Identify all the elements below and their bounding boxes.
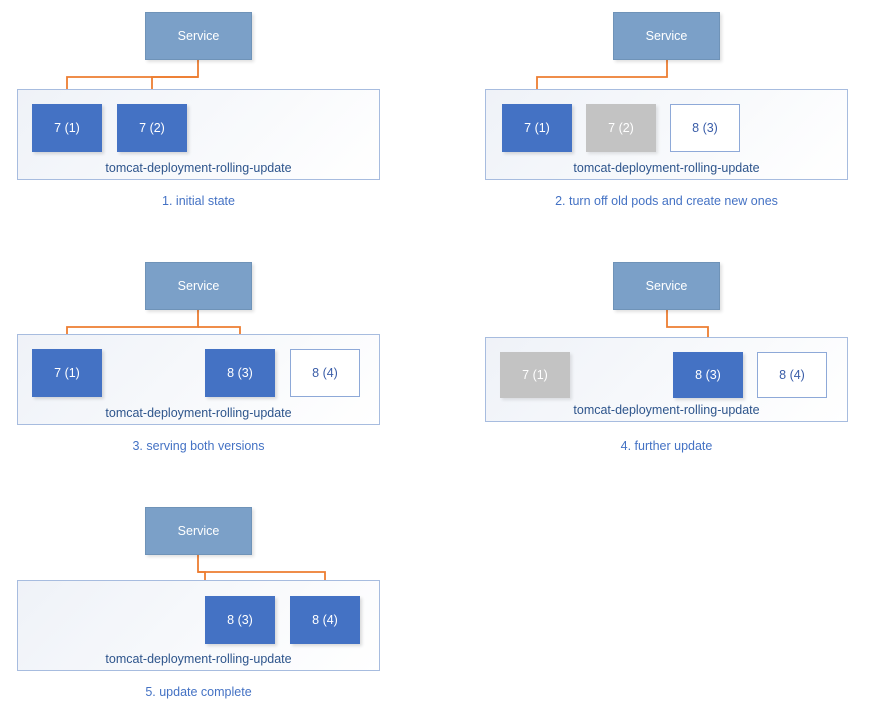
pod[interactable]: 7 (1)	[500, 352, 570, 398]
deployment-label: tomcat-deployment-rolling-update	[105, 406, 292, 420]
panel-caption: 4. further update	[620, 439, 713, 453]
deployment-label: tomcat-deployment-rolling-update	[573, 161, 760, 175]
service-box[interactable]: Service	[145, 12, 252, 60]
pod[interactable]: 7 (1)	[32, 349, 102, 397]
pod[interactable]: 8 (4)	[757, 352, 827, 398]
pod[interactable]: 8 (4)	[290, 596, 360, 644]
pod[interactable]: 7 (2)	[117, 104, 187, 152]
panel-caption: 2. turn off old pods and create new ones	[555, 194, 778, 208]
pod[interactable]: 8 (3)	[673, 352, 743, 398]
service-box[interactable]: Service	[613, 12, 720, 60]
deployment-label: tomcat-deployment-rolling-update	[573, 403, 760, 417]
pod[interactable]: 7 (1)	[502, 104, 572, 152]
deployment-label: tomcat-deployment-rolling-update	[105, 652, 292, 666]
deployment-label: tomcat-deployment-rolling-update	[105, 161, 292, 175]
service-box[interactable]: Service	[145, 262, 252, 310]
pod[interactable]: 8 (4)	[290, 349, 360, 397]
pod[interactable]: 8 (3)	[205, 349, 275, 397]
panel-caption: 3. serving both versions	[132, 439, 265, 453]
service-box[interactable]: Service	[613, 262, 720, 310]
panel-caption: 5. update complete	[145, 685, 252, 699]
pod[interactable]: 7 (2)	[586, 104, 656, 152]
service-box[interactable]: Service	[145, 507, 252, 555]
pod[interactable]: 7 (1)	[32, 104, 102, 152]
pod[interactable]: 8 (3)	[205, 596, 275, 644]
panel-caption: 1. initial state	[162, 194, 235, 208]
pod[interactable]: 8 (3)	[670, 104, 740, 152]
